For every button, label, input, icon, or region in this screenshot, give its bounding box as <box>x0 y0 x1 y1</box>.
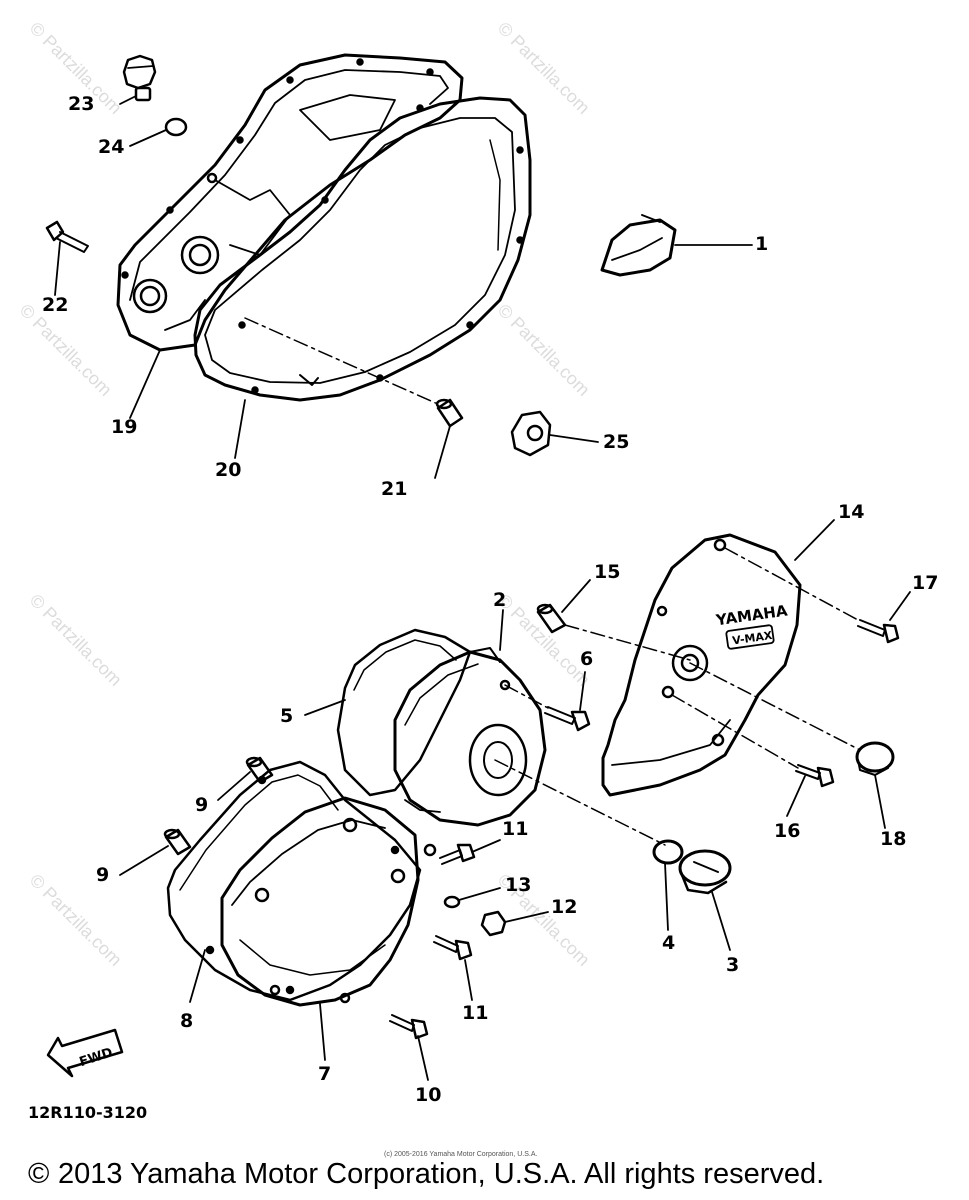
bolt-part <box>389 1014 429 1040</box>
callout-2: 2 <box>493 589 507 611</box>
callout-9-lower: 9 <box>96 864 110 886</box>
callout-1: 1 <box>755 233 769 255</box>
dowel-pin-part <box>245 756 274 784</box>
callout-5: 5 <box>280 705 294 727</box>
dowel-pin-part <box>536 603 567 634</box>
callout-3: 3 <box>726 954 740 976</box>
grommet-part <box>510 410 552 457</box>
washer-part <box>443 895 461 909</box>
small-copyright: (c) 2005-2016 Yamaha Motor Corporation, … <box>384 1151 538 1158</box>
outer-cover-gasket-part <box>336 628 472 797</box>
callout-9-upper: 9 <box>195 794 209 816</box>
callout-7: 7 <box>318 1063 332 1085</box>
bolt-part <box>45 220 89 253</box>
lower-gasket-part <box>166 760 422 1002</box>
callout-15: 15 <box>594 561 621 583</box>
callout-25: 25 <box>603 431 630 453</box>
callout-23: 23 <box>68 93 95 115</box>
callout-14: 14 <box>838 501 865 523</box>
oil-filler-plug-part <box>122 54 157 102</box>
callout-8: 8 <box>180 1010 194 1032</box>
plug-part <box>678 849 732 895</box>
bolt-part <box>433 935 473 961</box>
callout-6: 6 <box>580 648 594 670</box>
callout-22: 22 <box>42 294 69 316</box>
callout-16: 16 <box>774 820 801 842</box>
bolt-part <box>439 843 476 865</box>
callout-10: 10 <box>415 1084 442 1106</box>
copyright-mark: © <box>28 1158 50 1190</box>
dowel-pin-part <box>163 828 192 856</box>
bolt-part <box>857 619 900 644</box>
nut-part <box>480 910 507 937</box>
callout-11-upper: 11 <box>502 818 529 840</box>
cap-part <box>855 741 895 776</box>
callout-11-lower: 11 <box>462 1002 489 1024</box>
crankcase-cover-part <box>116 53 464 352</box>
lower-cover-part <box>220 796 420 1007</box>
callout-4: 4 <box>662 932 676 954</box>
callout-18: 18 <box>880 828 907 850</box>
leader-lines <box>54 95 911 1081</box>
callout-24: 24 <box>98 136 125 158</box>
bolt-part <box>795 764 835 788</box>
o-ring-part <box>652 839 684 865</box>
cover-model-text: V-MAX <box>731 629 773 648</box>
chain-cover-part: YAMAHA V-MAX <box>601 533 802 797</box>
fwd-label: FWD <box>78 1045 115 1070</box>
copyright-notice: 2013 Yamaha Motor Corporation, U.S.A. Al… <box>58 1158 825 1190</box>
forward-arrow-icon: FWD <box>46 1028 124 1078</box>
cover-gasket-part <box>193 96 532 402</box>
assembly-centerlines <box>244 317 861 846</box>
callout-13: 13 <box>505 874 532 896</box>
clip-part <box>600 214 677 277</box>
cover-brand-text: YAMAHA <box>714 601 789 629</box>
bolt-part <box>544 706 591 732</box>
callout-19: 19 <box>111 416 138 438</box>
diagram-code: 12R110-3120 <box>28 1103 148 1122</box>
callout-12: 12 <box>551 896 578 918</box>
dowel-pin-part <box>435 398 464 428</box>
cover-drum-part <box>393 647 547 857</box>
callout-21: 21 <box>381 478 408 500</box>
callout-20: 20 <box>215 459 242 481</box>
callout-17: 17 <box>912 572 939 594</box>
o-ring-part <box>164 117 188 137</box>
